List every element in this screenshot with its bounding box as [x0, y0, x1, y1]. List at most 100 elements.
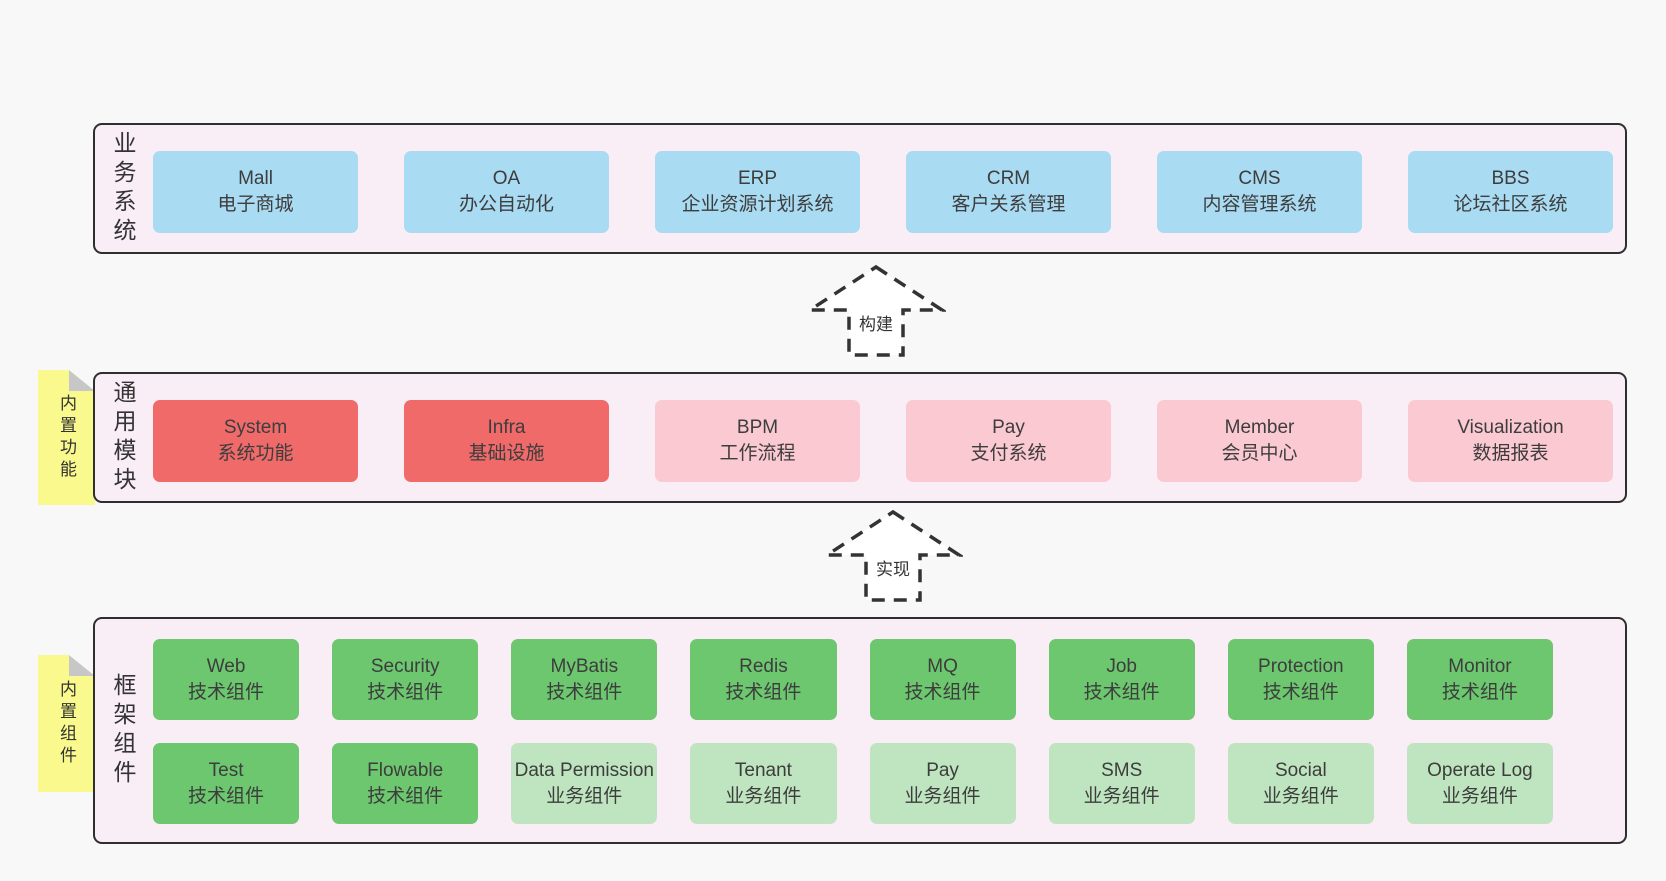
panel-common-modules: 通用模块 System 系统功能 Infra 基础设施 BPM 工作流程 Pay 支付系统 Me…: [93, 372, 1627, 503]
build-arrow: 构建: [806, 263, 946, 359]
box-system: System 系统功能: [153, 400, 358, 482]
box-tenant: Tenant 业务组件: [690, 743, 837, 824]
box-web: Web 技术组件: [153, 639, 300, 720]
box-title: Web: [206, 655, 246, 677]
implement-arrow: 实现: [823, 508, 963, 604]
box-title: SMS: [1101, 759, 1143, 781]
box-desc: 技术组件: [1083, 681, 1160, 703]
implement-arrow-label: 实现: [876, 560, 910, 579]
box-bbs: BBS 论坛社区系统: [1408, 151, 1613, 233]
box-title: Security: [370, 655, 440, 677]
box-title: Data Permission: [514, 759, 654, 781]
box-desc: 会员中心: [1221, 443, 1298, 464]
box-desc: 业务组件: [725, 785, 802, 807]
box-desc: 技术组件: [1441, 681, 1518, 703]
box-flowable: Flowable 技术组件: [332, 743, 479, 824]
box-desc: 技术组件: [904, 681, 981, 703]
box-desc: 业务组件: [1083, 785, 1160, 807]
panel-side-label-modules: 通用模块: [110, 379, 136, 496]
box-mybatis: MyBatis 技术组件: [511, 639, 658, 720]
box-desc: 内容管理系统: [1202, 194, 1317, 215]
box-title: Mall: [238, 168, 273, 189]
box-desc: 技术组件: [367, 785, 444, 807]
box-desc: 技术组件: [546, 681, 623, 703]
box-desc: 技术组件: [1262, 681, 1339, 703]
box-desc: 客户关系管理: [951, 194, 1066, 215]
box-desc: 办公自动化: [458, 194, 554, 215]
box-security: Security 技术组件: [332, 639, 479, 720]
box-crm: CRM 客户关系管理: [906, 151, 1111, 233]
box-test: Test 技术组件: [153, 743, 300, 824]
box-title: Visualization: [1457, 417, 1564, 438]
box-monitor: Monitor 技术组件: [1406, 639, 1553, 720]
box-pay: Pay 支付系统: [906, 400, 1111, 482]
box-title: Social: [1274, 759, 1327, 781]
box-title: BBS: [1491, 168, 1530, 189]
box-desc: 业务组件: [1262, 785, 1339, 807]
folded-corner-icon: [69, 655, 95, 676]
box-title: Infra: [487, 417, 526, 438]
up-arrow-icon: [806, 264, 946, 357]
box-title: OA: [492, 168, 521, 189]
box-erp: ERP 企业资源计划系统: [655, 151, 860, 233]
box-title: Job: [1106, 655, 1137, 677]
box-desc: 基础设施: [468, 443, 545, 464]
box-desc: 技术组件: [188, 785, 265, 807]
folded-corner-icon: [69, 370, 95, 391]
box-desc: 技术组件: [188, 681, 265, 703]
box-desc: 论坛社区系统: [1453, 194, 1568, 215]
box-desc: 企业资源计划系统: [681, 194, 834, 215]
box-title: CRM: [986, 168, 1031, 189]
box-oa: OA 办公自动化: [404, 151, 609, 233]
box-title: Pay: [926, 759, 959, 781]
sticky-note-built-in-features: 内置功能: [38, 370, 95, 505]
box-title: ERP: [737, 168, 778, 189]
up-arrow-icon: [823, 509, 963, 602]
box-cms: CMS 内容管理系统: [1157, 151, 1362, 233]
box-title: Pay: [992, 417, 1025, 438]
box-title: BPM: [736, 417, 779, 438]
box-desc: 技术组件: [367, 681, 444, 703]
box-desc: 业务组件: [1441, 785, 1518, 807]
box-title: MQ: [927, 655, 958, 677]
box-sms: SMS 业务组件: [1048, 743, 1195, 824]
box-title: Tenant: [734, 759, 792, 781]
panel-side-label-business: 业务系统: [110, 130, 136, 247]
box-data-permission: Data Permission 业务组件: [511, 743, 658, 824]
box-title: System: [223, 417, 288, 438]
box-title: Monitor: [1448, 655, 1512, 677]
box-member: Member 会员中心: [1157, 400, 1362, 482]
box-title: Member: [1224, 417, 1295, 438]
box-visualization: Visualization 数据报表: [1408, 400, 1613, 482]
build-arrow-label: 构建: [859, 315, 893, 334]
box-title: MyBatis: [550, 655, 619, 677]
sticky-note-text: 内置组件: [57, 679, 76, 768]
sticky-note-text: 内置功能: [57, 393, 76, 482]
common-modules-row: System 系统功能 Infra 基础设施 BPM 工作流程 Pay 支付系统 Member 会…: [153, 400, 1613, 482]
box-desc: 技术组件: [725, 681, 802, 703]
panel-side-label-components: 框架组件: [110, 672, 136, 789]
box-mq: MQ 技术组件: [869, 639, 1016, 720]
box-desc: 业务组件: [546, 785, 623, 807]
box-desc: 工作流程: [719, 443, 796, 464]
box-title: Flowable: [367, 759, 444, 781]
box-desc: 数据报表: [1472, 443, 1549, 464]
box-infra: Infra 基础设施: [404, 400, 609, 482]
box-title: Test: [208, 759, 244, 781]
box-desc: 支付系统: [970, 443, 1047, 464]
sticky-note-built-in-components: 内置组件: [38, 655, 95, 792]
box-bpm: BPM 工作流程: [655, 400, 860, 482]
box-desc: 系统功能: [217, 443, 294, 464]
box-title: CMS: [1238, 168, 1281, 189]
